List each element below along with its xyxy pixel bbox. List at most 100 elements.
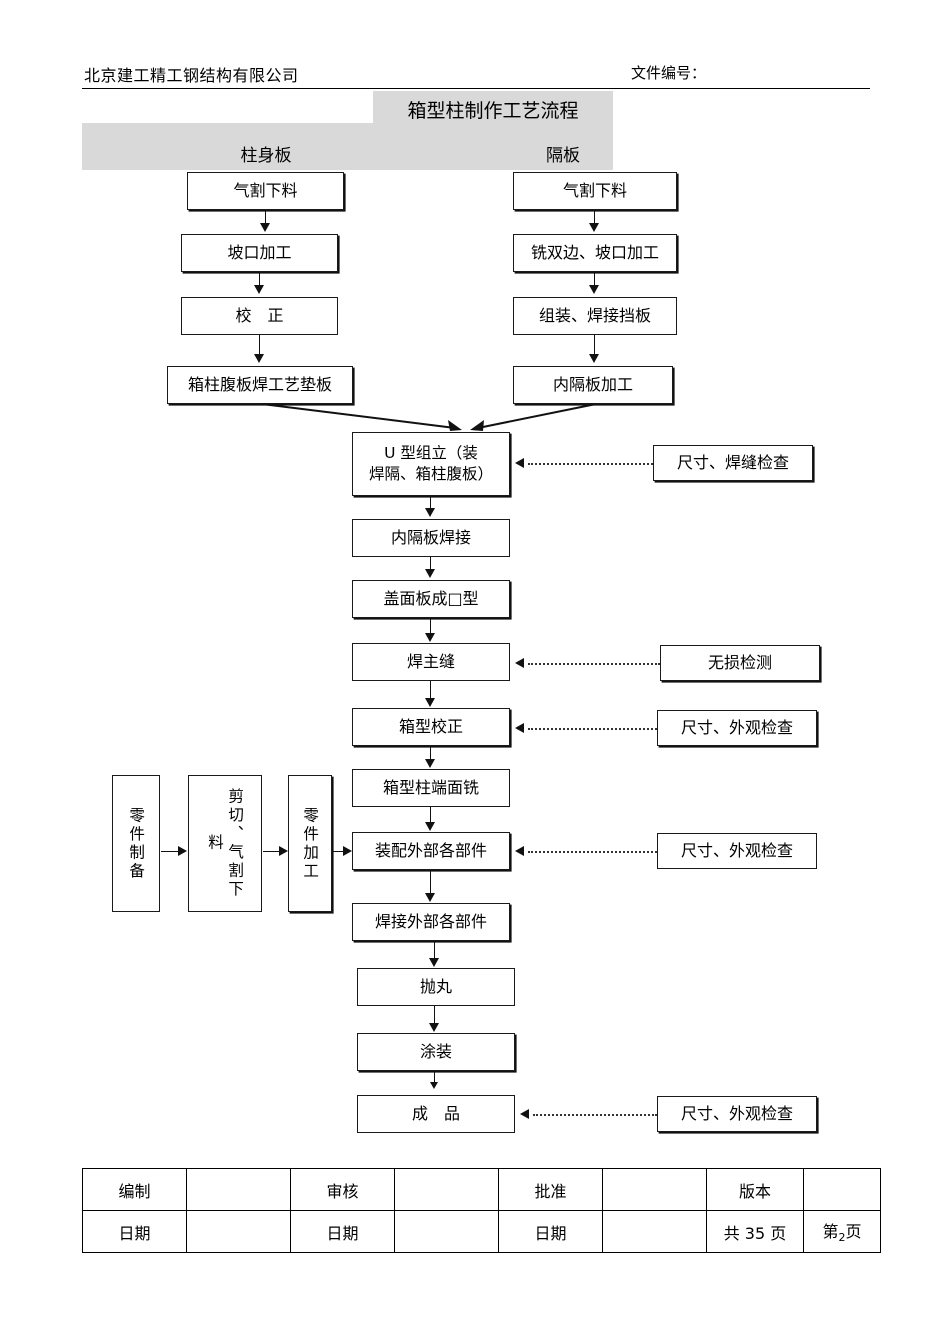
flow-box-left-4: 箱柱腹板焊工艺垫板 — [167, 366, 353, 404]
cell-total-pages: 共 35 页 — [706, 1210, 804, 1253]
flow-box-left-3: 校 正 — [181, 297, 338, 335]
arrowhead-left-2 — [254, 285, 264, 294]
table-row-date: 日期 日期 日期 共 35 页 第2页 — [82, 1210, 881, 1253]
cell-date1-value[interactable] — [186, 1210, 291, 1253]
inspection-box-2: 无损检测 — [660, 645, 820, 681]
arrowhead-main-1 — [425, 508, 435, 517]
inspection-box-4: 尺寸、外观检查 — [657, 833, 817, 869]
cell-date2-label: 日期 — [290, 1210, 395, 1253]
current-page-prefix: 第 — [822, 1222, 839, 1242]
flow-box-right-3: 组装、焊接挡板 — [513, 297, 677, 335]
flow-box-main-2: 内隔板焊接 — [352, 519, 510, 557]
cell-version-label: 版本 — [706, 1168, 804, 1211]
connector-left-2 — [259, 272, 260, 286]
arrowhead-inspect-1 — [515, 458, 524, 468]
connector-right-1 — [594, 210, 595, 224]
connector-left-1 — [265, 210, 266, 224]
arrowhead-parts-1 — [178, 846, 187, 856]
arrowhead-main-6 — [425, 822, 435, 831]
inspection-box-5: 尺寸、外观检查 — [657, 1096, 817, 1132]
cell-version-value[interactable] — [803, 1168, 881, 1211]
header-doc-number-label: 文件编号： — [631, 64, 707, 82]
flow-box-main-1-line2: 焊隔、箱柱腹板） — [368, 465, 493, 483]
column-label-right: 隔板 — [546, 146, 580, 166]
cell-prepared-value[interactable] — [186, 1168, 291, 1211]
arrowhead-main-5 — [425, 759, 435, 768]
connector-parts-3 — [333, 851, 344, 852]
cell-approved-value[interactable] — [602, 1168, 707, 1211]
dotted-connector-3 — [528, 728, 657, 730]
flow-box-main-3: 盖面板成□型 — [352, 580, 510, 618]
dotted-connector-1 — [528, 463, 653, 465]
flow-box-main-11: 成 品 — [357, 1095, 515, 1133]
cell-reviewed-label: 审核 — [290, 1168, 395, 1211]
flow-box-main-9: 抛丸 — [357, 968, 515, 1006]
arrowhead-right-2 — [589, 285, 599, 294]
dotted-connector-5 — [533, 1114, 657, 1116]
arrowhead-main-9 — [429, 1023, 439, 1032]
arrowhead-main-7 — [425, 893, 435, 902]
current-page-number: 2 — [838, 1231, 846, 1245]
header-divider — [82, 88, 870, 89]
arrowhead-inspect-2 — [515, 658, 524, 668]
signature-table: 编制 审核 批准 版本 日期 日期 日期 共 35 页 第2页 — [82, 1168, 881, 1253]
connector-main-9 — [434, 1006, 435, 1024]
columns-band — [82, 123, 613, 170]
arrowhead-left-3 — [254, 354, 264, 363]
cell-date2-value[interactable] — [394, 1210, 499, 1253]
flow-box-main-10: 涂装 — [357, 1033, 515, 1071]
flow-box-left-1: 气割下料 — [187, 172, 344, 210]
arrowhead-inspect-3 — [515, 723, 524, 733]
flow-box-main-4: 焊主缝 — [352, 643, 510, 681]
arrowhead-main-2 — [425, 569, 435, 578]
arrowhead-right-3 — [589, 354, 599, 363]
dotted-connector-2 — [528, 663, 660, 665]
flow-box-main-1: U 型组立（装 焊隔、箱柱腹板） — [352, 432, 510, 496]
cell-prepared-label: 编制 — [82, 1168, 187, 1211]
connector-right-3 — [594, 335, 595, 355]
flow-box-left-2: 坡口加工 — [181, 234, 338, 272]
parts-box-2: 剪切、气割下料 — [188, 775, 262, 912]
dotted-connector-4 — [528, 851, 657, 853]
cell-date1-label: 日期 — [82, 1210, 187, 1253]
title-band — [373, 91, 613, 123]
arrowhead-main-10 — [430, 1082, 438, 1089]
cell-date3-value[interactable] — [602, 1210, 707, 1253]
inspection-box-1: 尺寸、焊缝检查 — [653, 445, 813, 481]
connector-main-3 — [430, 618, 431, 634]
flow-box-main-6: 箱型柱端面铣 — [352, 769, 510, 807]
arrowhead-parts-3 — [343, 846, 352, 856]
arrowhead-left-1 — [260, 223, 270, 232]
connector-main-8 — [434, 941, 435, 959]
connector-left-3 — [259, 335, 260, 355]
flow-box-right-1: 气割下料 — [513, 172, 677, 210]
arrowhead-main-3 — [425, 633, 435, 642]
flow-box-main-5: 箱型校正 — [352, 708, 510, 746]
connector-main-7 — [430, 870, 431, 894]
cell-approved-label: 批准 — [498, 1168, 603, 1211]
connector-parts-2 — [263, 851, 280, 852]
arrowhead-right-1 — [589, 223, 599, 232]
connector-main-1 — [430, 496, 431, 509]
connector-main-4 — [430, 681, 431, 699]
table-row-approval: 编制 审核 批准 版本 — [82, 1168, 881, 1211]
flow-box-main-7: 装配外部各部件 — [352, 832, 510, 870]
flow-box-main-8: 焊接外部各部件 — [352, 903, 510, 941]
cell-reviewed-value[interactable] — [394, 1168, 499, 1211]
current-page-suffix: 页 — [845, 1222, 862, 1242]
parts-box-3: 零件加工 — [288, 775, 332, 912]
connector-right-2 — [594, 272, 595, 286]
arrowhead-inspect-5 — [520, 1109, 529, 1119]
connector-main-5 — [430, 746, 431, 760]
arrowhead-main-8 — [429, 958, 439, 967]
connector-main-2 — [430, 557, 431, 570]
inspection-box-3: 尺寸、外观检查 — [657, 710, 817, 746]
flow-box-right-4: 内隔板加工 — [513, 366, 673, 404]
page-title: 箱型柱制作工艺流程 — [407, 100, 579, 122]
connector-main-10 — [434, 1071, 435, 1083]
flow-box-right-2: 铣双边、坡口加工 — [513, 234, 677, 272]
header-company-name: 北京建工精工钢结构有限公司 — [84, 66, 299, 85]
arrowhead-main-4 — [425, 698, 435, 707]
arrowhead-inspect-4 — [515, 846, 524, 856]
